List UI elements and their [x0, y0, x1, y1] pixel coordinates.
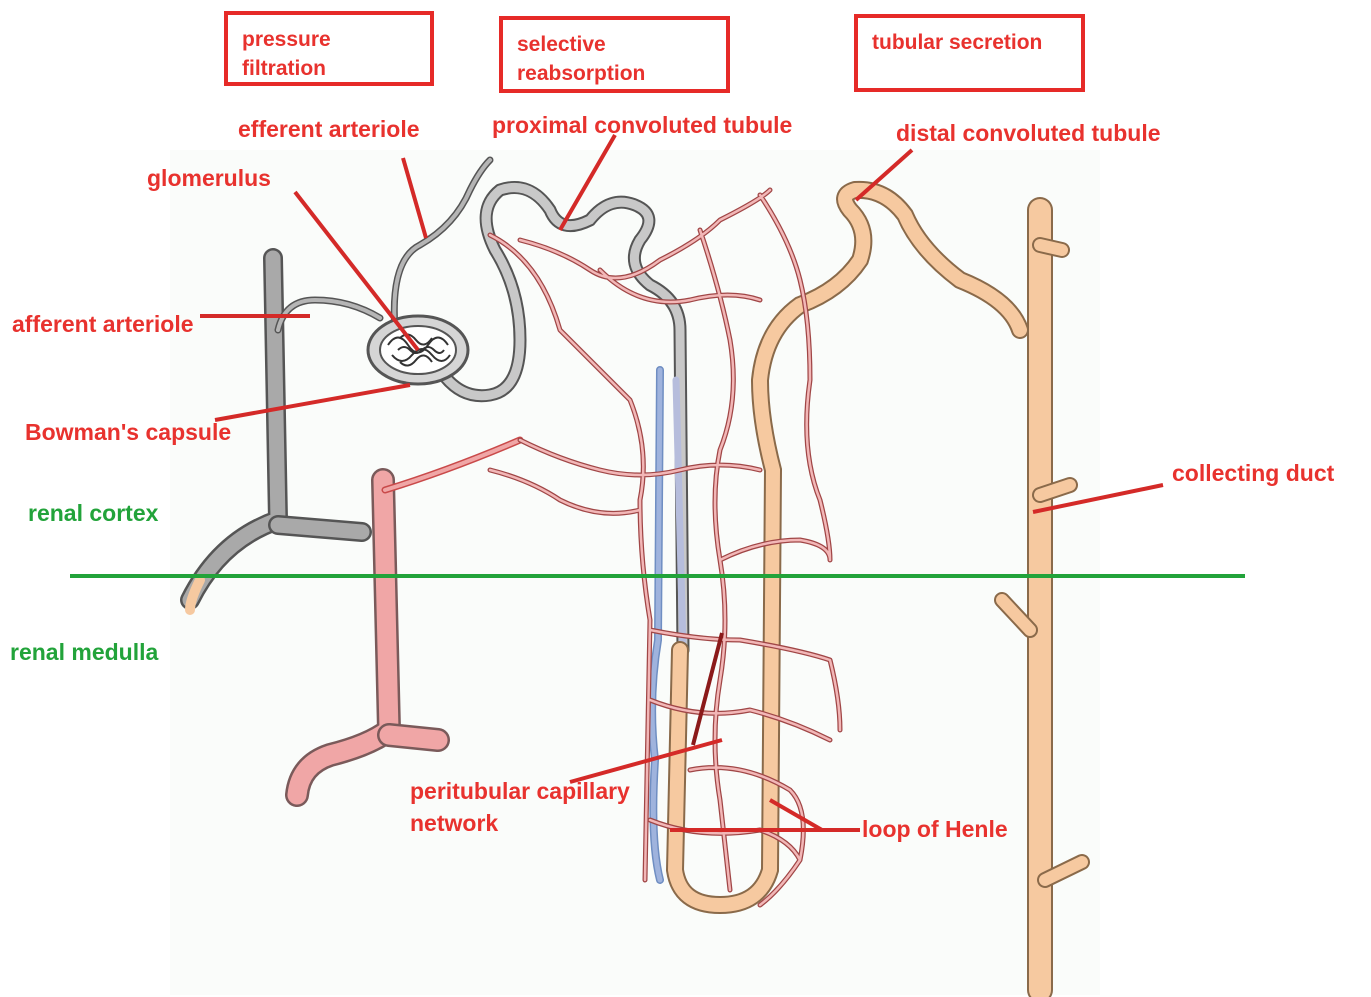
renal-cortex-label: renal cortex — [28, 502, 158, 525]
pressure-filtration-box: pressure filtration — [224, 11, 434, 86]
collecting-duct-label: collecting duct — [1172, 462, 1334, 485]
selective-reabsorption-label: selective reabsorption — [517, 30, 645, 88]
proximal-convoluted-tubule-label: proximal convoluted tubule — [492, 114, 792, 137]
distal-convoluted-tubule-label: distal convoluted tubule — [896, 122, 1161, 145]
renal-medulla-label: renal medulla — [10, 641, 158, 664]
pressure-filtration-label: pressure filtration — [242, 25, 331, 83]
tubular-secretion-box: tubular secretion — [854, 14, 1085, 92]
peritubular-capillary-network-label: peritubular capillary network — [410, 775, 640, 839]
tubular-secretion-label: tubular secretion — [872, 28, 1042, 57]
glomerulus-label: glomerulus — [147, 167, 271, 190]
bowmans-capsule-label: Bowman's capsule — [25, 421, 231, 444]
afferent-arteriole-label: afferent arteriole — [12, 313, 194, 336]
selective-reabsorption-box: selective reabsorption — [499, 16, 730, 93]
efferent-arteriole-label: efferent arteriole — [238, 118, 420, 141]
loop-of-henle-label: loop of Henle — [862, 818, 1008, 841]
